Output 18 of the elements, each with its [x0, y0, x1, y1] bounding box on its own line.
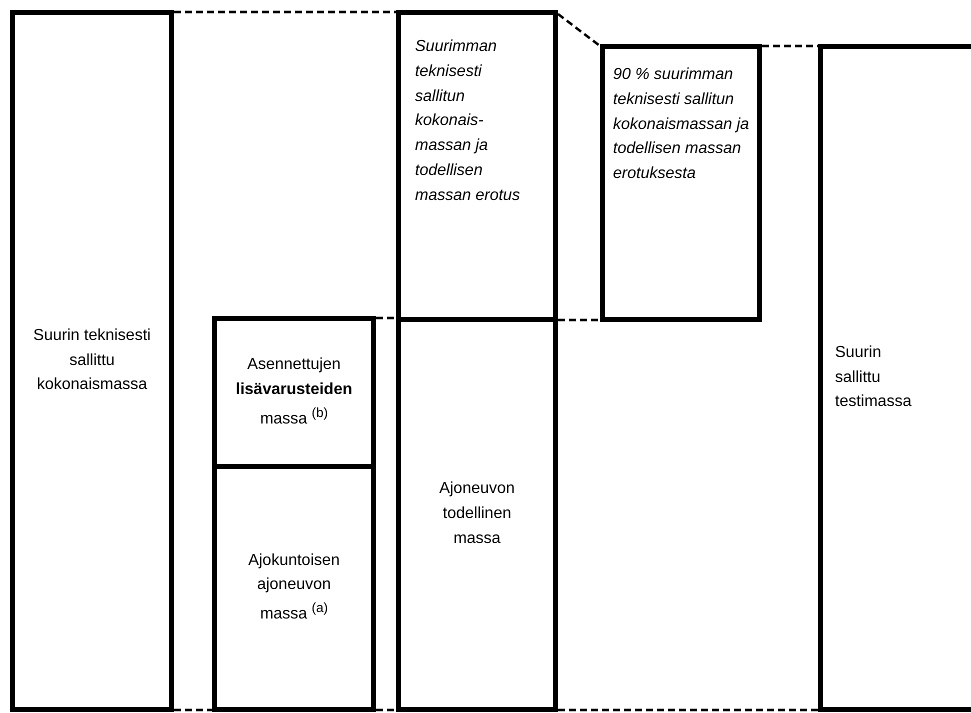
- note-text: 90 % suurimman teknisesti sallitun kokonaismassan ja todellisen massan erotuksesta: [613, 65, 750, 184]
- box-label: Suurin sallittu testimassa: [835, 342, 912, 412]
- box-label: Ajokuntoisen ajoneuvon massa $^{(a)}$: [247, 550, 341, 625]
- box-label: Asennettujen lisävarusteiden massa $^{(b)}$: [234, 355, 354, 430]
- dashed-connector: [557, 13, 601, 47]
- dashed-connector: [174, 10, 396, 14]
- test-mass-box: [818, 44, 971, 712]
- note-text: Suurimman teknisesti sallitun kokonais- massan ja todellisen massan erotus: [415, 37, 521, 206]
- box-label: Ajoneuvon todellinen massa: [438, 479, 516, 549]
- mass-box: [10, 10, 174, 712]
- difference-box: [600, 44, 762, 322]
- dashed-connector: [376, 708, 396, 712]
- dashed-connector: [174, 708, 212, 712]
- dashed-connector: [558, 708, 818, 712]
- dashed-connector: [376, 316, 396, 320]
- dashed-connector: [762, 44, 818, 48]
- box-label: Suurin teknisesti sallittu kokonaismassa: [32, 326, 152, 396]
- dashed-connector: [558, 318, 600, 322]
